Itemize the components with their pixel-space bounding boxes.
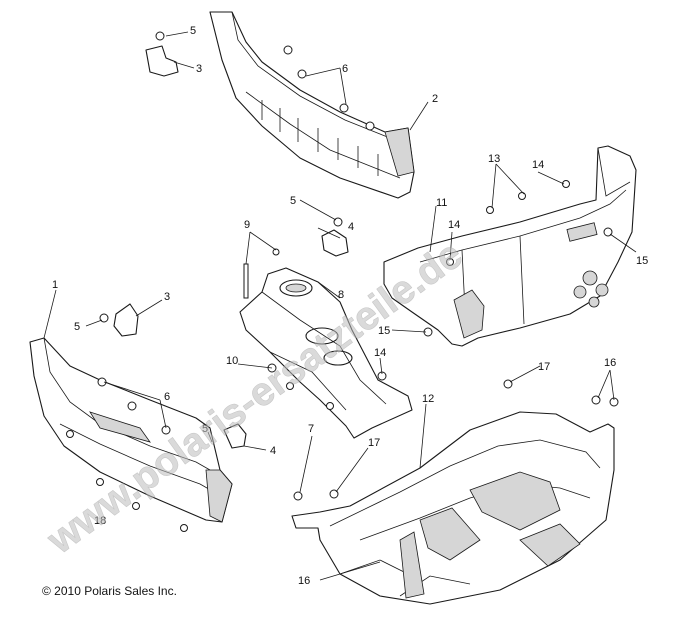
callout-14-top: 14 — [532, 159, 544, 171]
part-12-floor-pan — [291, 411, 615, 605]
part-8-center-console — [239, 267, 413, 439]
callout-14-console: 14 — [374, 347, 386, 359]
part-2-right-side-panel — [209, 11, 415, 199]
callout-17-right: 17 — [538, 361, 550, 373]
callout-4-mid: 4 — [348, 221, 354, 233]
callout-18: 18 — [94, 515, 106, 527]
callout-4-left: 4 — [270, 445, 276, 457]
part-11-bulkhead-panel — [383, 145, 637, 347]
callout-15-right: 15 — [636, 255, 648, 267]
callout-7: 7 — [308, 423, 314, 435]
callout-14-mid: 14 — [448, 219, 460, 231]
callout-5-top: 5 — [190, 25, 196, 37]
bracket-3-left — [113, 303, 139, 337]
copyright-notice: © 2010 Polaris Sales Inc. — [42, 584, 177, 598]
callout-5-lower: 5 — [202, 423, 208, 435]
callout-16-lower: 16 — [298, 575, 310, 587]
callout-17-lower: 17 — [368, 437, 380, 449]
callout-5-left: 5 — [74, 321, 80, 333]
callout-6-top: 6 — [342, 63, 348, 75]
callout-16-right: 16 — [604, 357, 616, 369]
part-1-left-side-panel — [29, 337, 233, 523]
callout-3-left: 3 — [164, 291, 170, 303]
callout-11: 11 — [436, 197, 447, 209]
callout-6-left: 6 — [164, 391, 170, 403]
callout-2: 2 — [432, 93, 438, 105]
callout-labels: 1 2 3 3 4 4 5 5 5 5 6 6 7 8 9 10 11 12 1… — [52, 25, 648, 587]
callout-5-mid: 5 — [290, 195, 296, 207]
callout-8: 8 — [338, 289, 344, 301]
callout-9: 9 — [244, 219, 250, 231]
bracket-3-top — [145, 45, 179, 77]
callout-1: 1 — [52, 279, 58, 291]
callout-3-top: 3 — [196, 63, 202, 75]
callout-15-left: 15 — [378, 325, 390, 337]
callout-10: 10 — [226, 355, 238, 367]
callout-12: 12 — [422, 393, 434, 405]
bracket-4-left — [223, 423, 247, 449]
callout-13: 13 — [488, 153, 500, 165]
bracket-4-mid — [321, 229, 349, 257]
leader-lines — [43, 31, 637, 581]
